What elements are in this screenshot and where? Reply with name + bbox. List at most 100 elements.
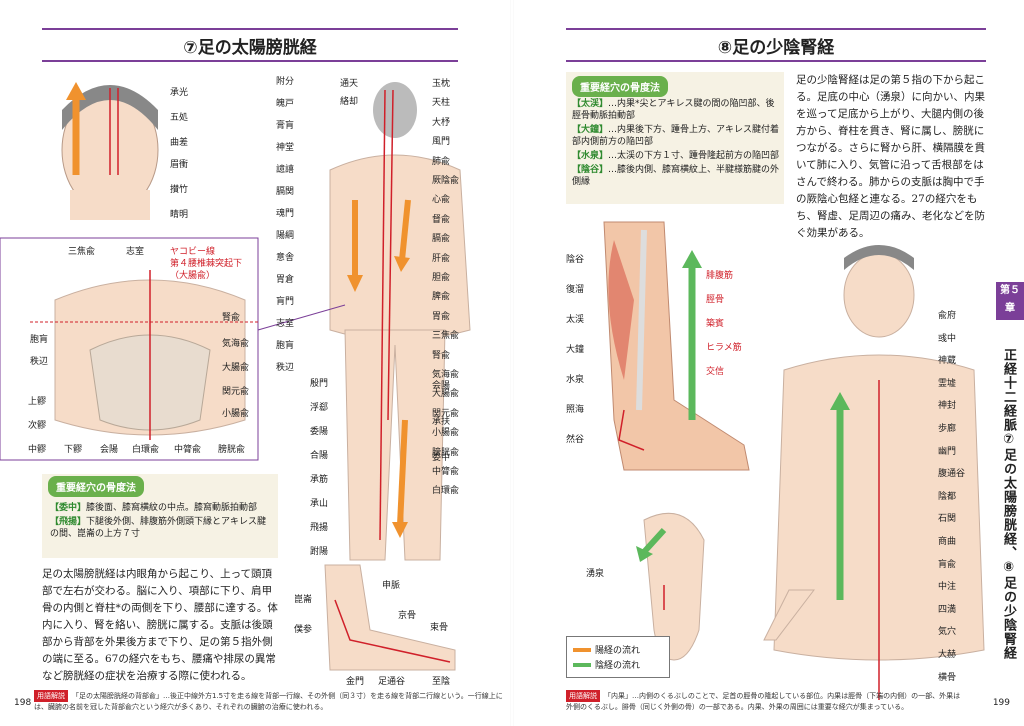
pelvis-label: 腎兪 [222, 313, 241, 323]
point-label: 水泉 [566, 375, 585, 385]
point-label: 関元兪 [432, 408, 460, 419]
point-label: 心兪 [432, 195, 451, 206]
foot-point: 僕参 [294, 625, 313, 635]
pelvis-label: 上髎 [28, 397, 47, 407]
point-label: 承扶 [432, 417, 451, 427]
point-label: 神封 [938, 401, 957, 412]
point-label: 肓兪 [938, 559, 957, 570]
foot-point: 崑崙 [294, 595, 313, 605]
point-label: 築賓 [706, 319, 725, 329]
sole-label: 湧泉 [586, 569, 605, 579]
head-point: 絡却 [340, 97, 359, 107]
pelvis-label: 秩辺 [30, 357, 49, 367]
face-point: 曲差 [170, 138, 189, 148]
point-label: 神堂 [276, 143, 295, 153]
pelvis-label: 白環兪 [132, 445, 160, 455]
right-key-title: 重要経穴の骨度法 [572, 76, 668, 97]
point-label: 腎兪 [432, 350, 451, 361]
point-label: 小腸兪 [432, 428, 460, 439]
point-label: 霊墟 [938, 378, 957, 389]
point-label: 承山 [310, 499, 329, 509]
head-point: 通天 [340, 79, 359, 89]
right-page: ⑧足の少陰腎経 【太渓】…内 [514, 0, 1024, 726]
pelvis-label: 会陽 [100, 445, 119, 455]
point-label: 三焦兪 [432, 331, 460, 342]
key-item: 【大鐘】…内果後下方、踵骨上方、アキレス腱付着部内側前方の陥凹部 [572, 125, 780, 147]
chapter-tab: 第５章 [996, 282, 1024, 320]
point-label: 然谷 [566, 435, 585, 445]
point-label: 大鐘 [566, 345, 585, 355]
pelvis-label: 膀胱兪 [218, 445, 246, 455]
point-label: 気海兪 [432, 370, 460, 380]
point-label: 会陽 [432, 381, 451, 391]
pelvis-label: 中髎 [28, 445, 47, 455]
point-label: 譩譆 [276, 165, 295, 175]
point-label: 秩辺 [276, 363, 295, 373]
point-label: 胃倉 [276, 275, 295, 285]
pelvis-note: 第４腰椎棘突起下 [170, 259, 243, 269]
point-label: 意舎 [276, 253, 295, 263]
pelvis-label: 気海兪 [222, 339, 250, 349]
point-label: 胃兪 [432, 311, 451, 322]
point-label: ヒラメ筋 [706, 343, 742, 353]
face-point: 承光 [170, 88, 189, 98]
point-label: 風門 [432, 137, 451, 148]
leg-illustration [603, 221, 750, 471]
left-title: ⑦足の太陽膀胱経 [42, 28, 458, 62]
point-label: 陰都 [938, 491, 957, 502]
point-label: 飛揚 [310, 523, 329, 533]
point-label: 合陽 [310, 451, 329, 461]
point-label: 脛骨 [706, 295, 725, 305]
point-label: 石関 [938, 514, 957, 525]
point-label: 胞肓 [276, 341, 295, 351]
point-label: 浮郄 [310, 403, 329, 413]
key-item: 【委中】膝後面、膝窩横紋の中点。膝窩動脈拍動部 [50, 503, 258, 513]
point-label: 脾兪 [432, 292, 451, 303]
point-label: 膈関 [276, 187, 295, 197]
right-title: ⑧足の少陰腎経 [566, 28, 986, 62]
key-item: 【水泉】…太渓の下方１寸、踵骨隆起前方の陥凹部 [572, 151, 780, 161]
point-label: 復溜 [566, 285, 585, 295]
point-label: 兪府 [938, 311, 957, 321]
point-label: 肺兪 [432, 156, 451, 167]
pelvis-note: （大腸兪） [170, 271, 216, 281]
left-page: ⑦足の太陽膀胱経 [0, 0, 510, 726]
back-figure [329, 82, 471, 561]
foot-point: 足通谷 [378, 677, 406, 687]
pelvis-label: 三焦兪 [68, 247, 96, 257]
pelvis-label: 下髎 [64, 445, 83, 455]
point-label: 中膂兪 [432, 467, 460, 477]
left-key-title: 重要経穴の骨度法 [48, 476, 144, 497]
point-label: 委陽 [310, 427, 329, 437]
foot-point: 金門 [346, 677, 365, 687]
point-label: 肓門 [276, 297, 295, 307]
point-label: 附分 [276, 77, 295, 87]
legend-yang: 陽経の流れ [573, 643, 663, 656]
point-label: 陰谷 [566, 255, 585, 265]
point-label: 委中 [432, 453, 451, 463]
face-illustration [61, 82, 159, 220]
face-point: 睛明 [170, 210, 189, 220]
pelvis-label: 次髎 [28, 421, 47, 431]
point-label: 中注 [938, 582, 957, 593]
pelvis-label: 中膂兪 [174, 445, 202, 455]
point-label: 交信 [706, 367, 725, 377]
point-label: 膈兪 [432, 234, 451, 245]
point-label: 太渓 [566, 315, 585, 325]
legend-yin: 陰経の流れ [573, 658, 663, 671]
key-item: 【飛揚】下腿後外側、腓腹筋外側頭下縁とアキレス腱の間、崑崙の上方７寸 [50, 517, 267, 539]
right-body-text: 足の少陰腎経は足の第５指の下から起こる。足底の中心（湧泉）に向かい、内果を巡って… [796, 74, 985, 239]
foot-illustration [324, 564, 456, 671]
point-label: 胆兪 [432, 273, 451, 283]
pelvis-label: 志室 [126, 247, 145, 257]
point-label: 志室 [276, 319, 295, 329]
point-label: 大赫 [938, 650, 957, 660]
foot-point: 束骨 [430, 623, 449, 633]
point-label: 歩廊 [938, 424, 957, 434]
point-label: 陽綱 [276, 231, 295, 241]
point-label: 膀胱兪 [432, 447, 460, 458]
point-label: 照海 [566, 405, 585, 415]
point-label: 承筋 [310, 475, 329, 485]
point-label: 幽門 [938, 446, 957, 457]
point-label: 気穴 [938, 627, 957, 638]
